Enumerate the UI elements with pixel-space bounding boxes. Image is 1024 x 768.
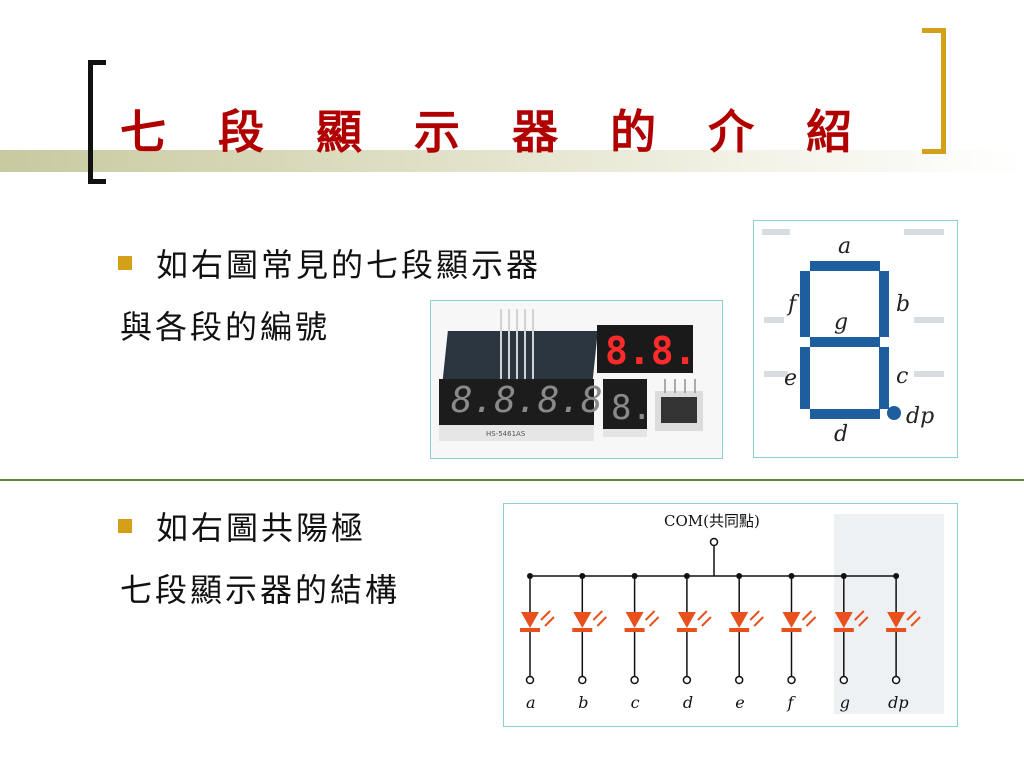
pin-label-a: a	[526, 693, 536, 712]
bullet-item-2: 如右圖共陽極	[118, 503, 366, 549]
label-d: d	[834, 422, 848, 447]
segment-dp	[887, 406, 901, 420]
led-diode-icon	[887, 612, 906, 628]
led-diode-icon	[573, 612, 592, 628]
led-column-e: e	[729, 573, 764, 712]
pin-terminal	[787, 675, 796, 685]
section-divider	[0, 479, 1024, 481]
led-diode-icon	[521, 612, 539, 628]
seven-segment-photo: 8.8.8.8. HS-5461AS 8.8. 8.	[430, 300, 723, 459]
label-g: g	[834, 310, 848, 335]
bullet-item-1: 如右圖常見的七段顯示器	[118, 240, 541, 286]
pin-terminal	[682, 675, 692, 685]
segment-b	[879, 271, 889, 337]
led-diode-icon	[834, 612, 853, 628]
pin-label-c: c	[631, 693, 640, 712]
segment-d	[810, 409, 880, 419]
square-bullet-icon	[118, 519, 132, 533]
com-terminal	[709, 537, 719, 547]
square-bullet-icon	[118, 256, 132, 270]
segment-shapes	[800, 261, 901, 420]
common-anode-circuit: COM(共同點) a b c d e f g dp	[503, 503, 958, 727]
pin-label-e: e	[735, 693, 744, 712]
led-column-a: a	[520, 573, 555, 712]
pin-terminal	[525, 675, 535, 685]
led-diode-icon	[677, 612, 696, 628]
pin-terminal	[891, 675, 901, 685]
segment-label-diagram: a b c d e f g dp	[753, 220, 958, 458]
pin-label-g: g	[840, 693, 850, 712]
pin-label-dp: dp	[888, 693, 908, 712]
label-e: e	[784, 366, 797, 391]
pin-terminal	[630, 675, 639, 685]
led-column-f: f	[781, 573, 817, 712]
segment-c	[879, 347, 889, 409]
bullet-text-2: 如右圖共陽極	[156, 509, 367, 547]
led-diode-icon	[782, 612, 801, 628]
part-number-label: HS-5461AS	[486, 430, 526, 438]
label-b: b	[896, 292, 910, 317]
pin-label-f: f	[787, 693, 797, 712]
segment-f	[800, 271, 810, 337]
slide-title: 七 段 顯 示 器 的 介 紹	[120, 105, 871, 159]
led-column-b: b	[572, 573, 608, 712]
led-column-dp: dp	[886, 573, 921, 712]
led-column-c: c	[624, 573, 660, 712]
bullet-continuation-2: 七段顯示器的結構	[120, 571, 401, 609]
led-diode-icon	[625, 612, 644, 628]
pin-terminal	[734, 675, 744, 685]
label-dp: dp	[906, 404, 934, 429]
left-bracket-decoration	[88, 60, 106, 184]
led-column-g: g	[833, 573, 869, 712]
led-column-d: d	[676, 573, 712, 712]
title-underline-band	[0, 150, 1024, 172]
bullet-continuation-1: 與各段的編號	[120, 308, 331, 346]
single-digit-readout: 8.	[611, 388, 652, 428]
pin-terminal	[578, 675, 587, 685]
label-a: a	[838, 234, 851, 259]
bullet-text-1: 如右圖常見的七段顯示器	[156, 246, 542, 284]
pin-label-d: d	[683, 693, 693, 712]
led-diode-icon	[730, 612, 749, 628]
pin-label-b: b	[578, 693, 588, 712]
segment-g	[810, 337, 880, 347]
com-label: COM(共同點)	[664, 512, 760, 530]
segment-e	[800, 347, 810, 409]
label-c: c	[896, 364, 908, 389]
pin-terminal	[839, 675, 849, 685]
quad-digit-readout: 8.8.8.8.	[451, 380, 624, 421]
segment-a	[810, 261, 880, 271]
red-digit-readout: 8.8.	[605, 329, 697, 373]
right-bracket-decoration	[922, 28, 946, 154]
